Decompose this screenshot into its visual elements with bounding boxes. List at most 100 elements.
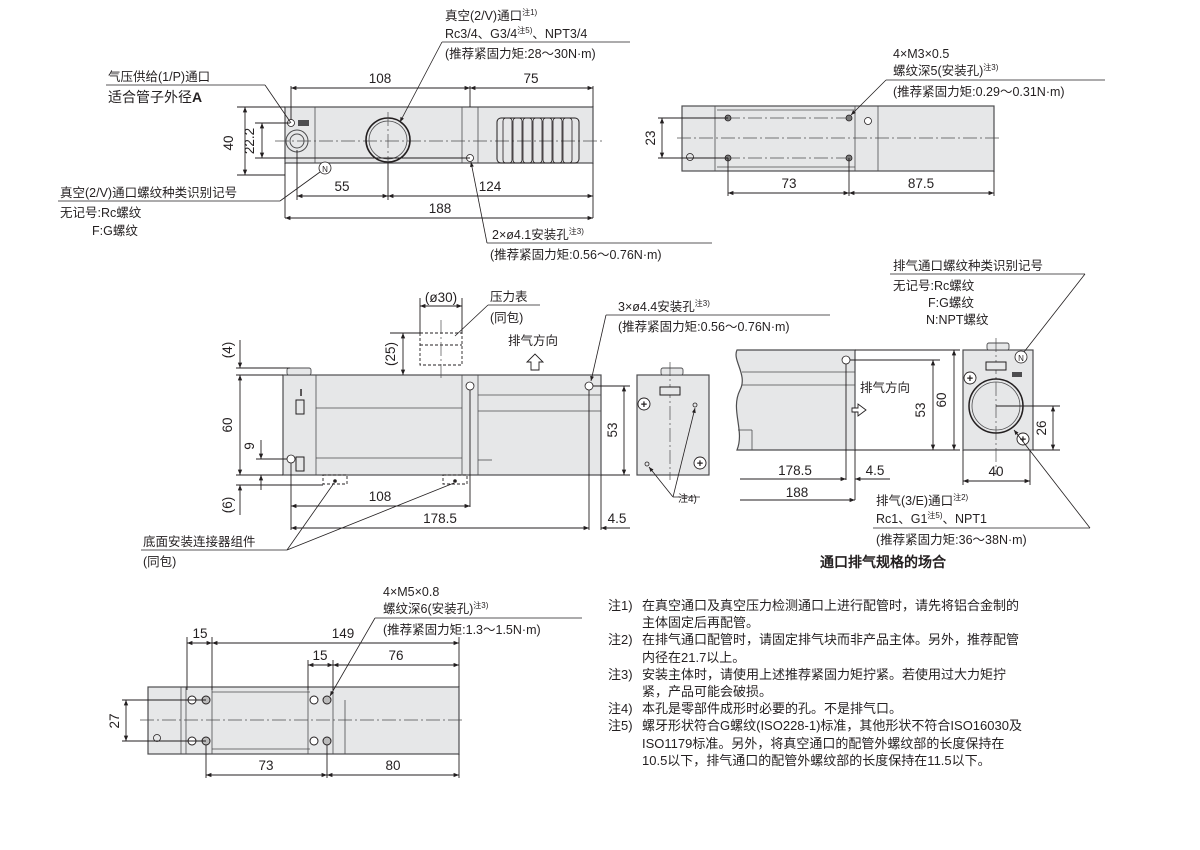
pressure-gauge-label: 压力表	[490, 290, 528, 304]
n-marker-label: N	[322, 165, 328, 174]
top-right-body	[681, 105, 995, 172]
thread-hole-icon	[322, 695, 332, 705]
note-item: 注3) 安装主体时，请使用上述推荐紧固力矩拧紧。若使用过大力矩拧紧，产品可能会破损…	[608, 666, 1028, 700]
note-item: 注1) 在真空通口及真空压力检测通口上进行配管时，请先将铝合金制的主体固定后再配管…	[608, 597, 1028, 631]
dim-15a: 15	[192, 626, 207, 641]
connector-kit-label: 底面安装连接器组件	[143, 534, 256, 549]
marker-i: I	[300, 388, 303, 399]
dim-87-5: 87.5	[908, 176, 934, 191]
exhaust-view: 排气方向 53 60 178.5 4.5 188 N + + 26	[735, 258, 1091, 547]
front-mount-hole-label: 3×ø4.4安装孔注3)	[618, 298, 710, 314]
dim-22-2: 22.2	[242, 128, 257, 154]
vacuum-thread-option-rc: 无记号:Rc螺纹	[60, 206, 142, 220]
dim-53-exh: 53	[913, 402, 928, 417]
top-view: N 108 75 40 22.2	[58, 7, 712, 262]
n-marker-icon	[1014, 350, 1028, 364]
plus-screw-icon	[1016, 432, 1030, 446]
dim-178-5-exh: 178.5	[778, 463, 812, 478]
gauge-dia-dim: (ø30)	[425, 290, 457, 305]
top-right-view: 23 73 87.5 4×M3×0.5 螺纹深5(安装孔)注3) (推荐紧固力矩…	[643, 47, 1105, 196]
svg-text:+: +	[967, 373, 973, 385]
mount-hole-torque: (推荐紧固力矩:0.56～0.76N·m)	[490, 248, 662, 262]
n-marker-label-2: N	[1018, 354, 1024, 363]
dim-188: 188	[429, 201, 452, 216]
note-key: 注2)	[608, 632, 633, 648]
plus-screw-icon	[637, 397, 651, 411]
mount-hole-icon	[465, 381, 475, 391]
front-view-body	[282, 374, 602, 476]
dim-108: 108	[369, 71, 392, 86]
note-text: 在真空通口及真空压力检测通口上进行配管时，请先将铝合金制的主体固定后再配管。	[642, 598, 1020, 631]
connector-kit-sub: (同包)	[143, 555, 176, 569]
svg-text:+: +	[1020, 434, 1026, 446]
exhaust-thread-id-label: 排气通口螺纹种类识别记号	[893, 258, 1043, 273]
supply-port-subtitle: 适合管子外径A	[108, 89, 202, 105]
exhaust-port-spec: Rc1、G1注5)、NPT1	[876, 510, 987, 526]
exhaust-port-torque: (推荐紧固力矩:36～38N·m)	[876, 533, 1027, 547]
top-view-body	[284, 106, 594, 164]
dim-53: 53	[605, 422, 620, 437]
dim-15b: 15	[312, 648, 327, 663]
dim-188-exh: 188	[786, 485, 809, 500]
mount-hole-icon	[286, 454, 296, 464]
vacuum-port-label: 真空(2/V)通口注1)	[445, 7, 538, 23]
exhaust-port-label: 排气(3/E)通口注2)	[876, 492, 969, 508]
fitting-icon	[286, 367, 312, 376]
exhaust-view-body	[735, 349, 856, 451]
dim-108: 108	[369, 489, 392, 504]
dim-27: 27	[107, 713, 122, 728]
exhaust-spec-caption: 通口排气规格的场合	[820, 554, 946, 570]
m5-thread-depth: 螺纹深6(安装孔)注3)	[383, 600, 489, 616]
note-key: 注4)	[608, 701, 633, 717]
dim-73: 73	[781, 176, 796, 191]
m5-thread-label: 4×M5×0.8	[383, 585, 439, 599]
note-item: 注2) 在排气通口配管时，请固定排气块而非产品主体。另外，推荐配管内径在21.7以…	[608, 631, 1028, 665]
thread-hole-icon	[845, 114, 853, 122]
exhaust-up-arrow-icon	[525, 353, 545, 371]
note-key: 注5)	[608, 718, 633, 734]
dim-4-5-exh: 4.5	[866, 463, 885, 478]
exhaust-direction-label: 排气方向	[508, 333, 558, 348]
supply-port-label: 气压供给(1/P)通口	[108, 69, 210, 84]
dim-73-bottom: 73	[258, 758, 273, 773]
dim-80: 80	[385, 758, 400, 773]
exhaust-right-arrow-icon	[851, 403, 867, 417]
note-key: 注3)	[608, 666, 633, 682]
bottom-view-body	[147, 686, 460, 755]
note-text: 本孔是零部件成形时必要的孔。不是排气口。	[642, 701, 903, 717]
port-marker-1p	[298, 120, 309, 126]
pressure-gauge-sub: (同包)	[490, 311, 523, 325]
front-view: I 排气方向 (4) 60 9 (6) (ø30)	[141, 290, 830, 569]
m3-thread-torque: (推荐紧固力矩:0.29～0.31N·m)	[893, 85, 1065, 99]
connector-icon	[295, 399, 305, 415]
exhaust-thread-option-npt: N:NPT螺纹	[926, 313, 989, 327]
dim-75: 75	[523, 71, 538, 86]
svg-text:+: +	[641, 399, 647, 411]
vacuum-port-torque: (推荐紧固力矩:28～30N·m)	[445, 47, 596, 61]
m5-thread-torque: (推荐紧固力矩:1.3～1.5N·m)	[383, 623, 541, 637]
dim-124: 124	[479, 179, 502, 194]
thread-hole-icon	[322, 736, 332, 746]
dim-23: 23	[643, 130, 658, 145]
plus-screw-icon	[963, 371, 977, 385]
dim-55: 55	[334, 179, 349, 194]
note-text: 螺牙形状符合G螺纹(ISO228-1)标准，其他形状不符合ISO16030及IS…	[642, 718, 1022, 768]
exhaust-direction-label-2: 排气方向	[860, 380, 910, 395]
exhaust-thread-option-g: F:G螺纹	[928, 296, 974, 310]
gauge-height-dim: (25)	[383, 342, 398, 366]
plus-screw-icon	[693, 456, 707, 470]
note-key: 注1)	[608, 598, 633, 613]
note-item: 注4) 本孔是零部件成形时必要的孔。不是排气口。	[608, 700, 1028, 717]
note4-marker: 注4)	[678, 492, 697, 505]
note-text: 在排气通口配管时，请固定排气块而非产品主体。另外，推荐配管内径在21.7以上。	[642, 632, 1020, 665]
dim-149: 149	[332, 626, 355, 641]
m3-thread-depth: 螺纹深5(安装孔)注3)	[893, 62, 999, 78]
n-marker-icon	[318, 161, 332, 175]
connector-kit-outline	[322, 474, 348, 485]
connector-kit-outline	[442, 474, 468, 485]
vacuum-port-spec: Rc3/4、G3/4注5)、NPT3/4	[445, 25, 587, 41]
dim-40: 40	[221, 135, 236, 150]
note-text: 安装主体时，请使用上述推荐紧固力矩拧紧。若使用过大力矩拧紧，产品可能会破损。	[642, 666, 1007, 700]
vacuum-thread-option-g: F:G螺纹	[92, 224, 138, 238]
